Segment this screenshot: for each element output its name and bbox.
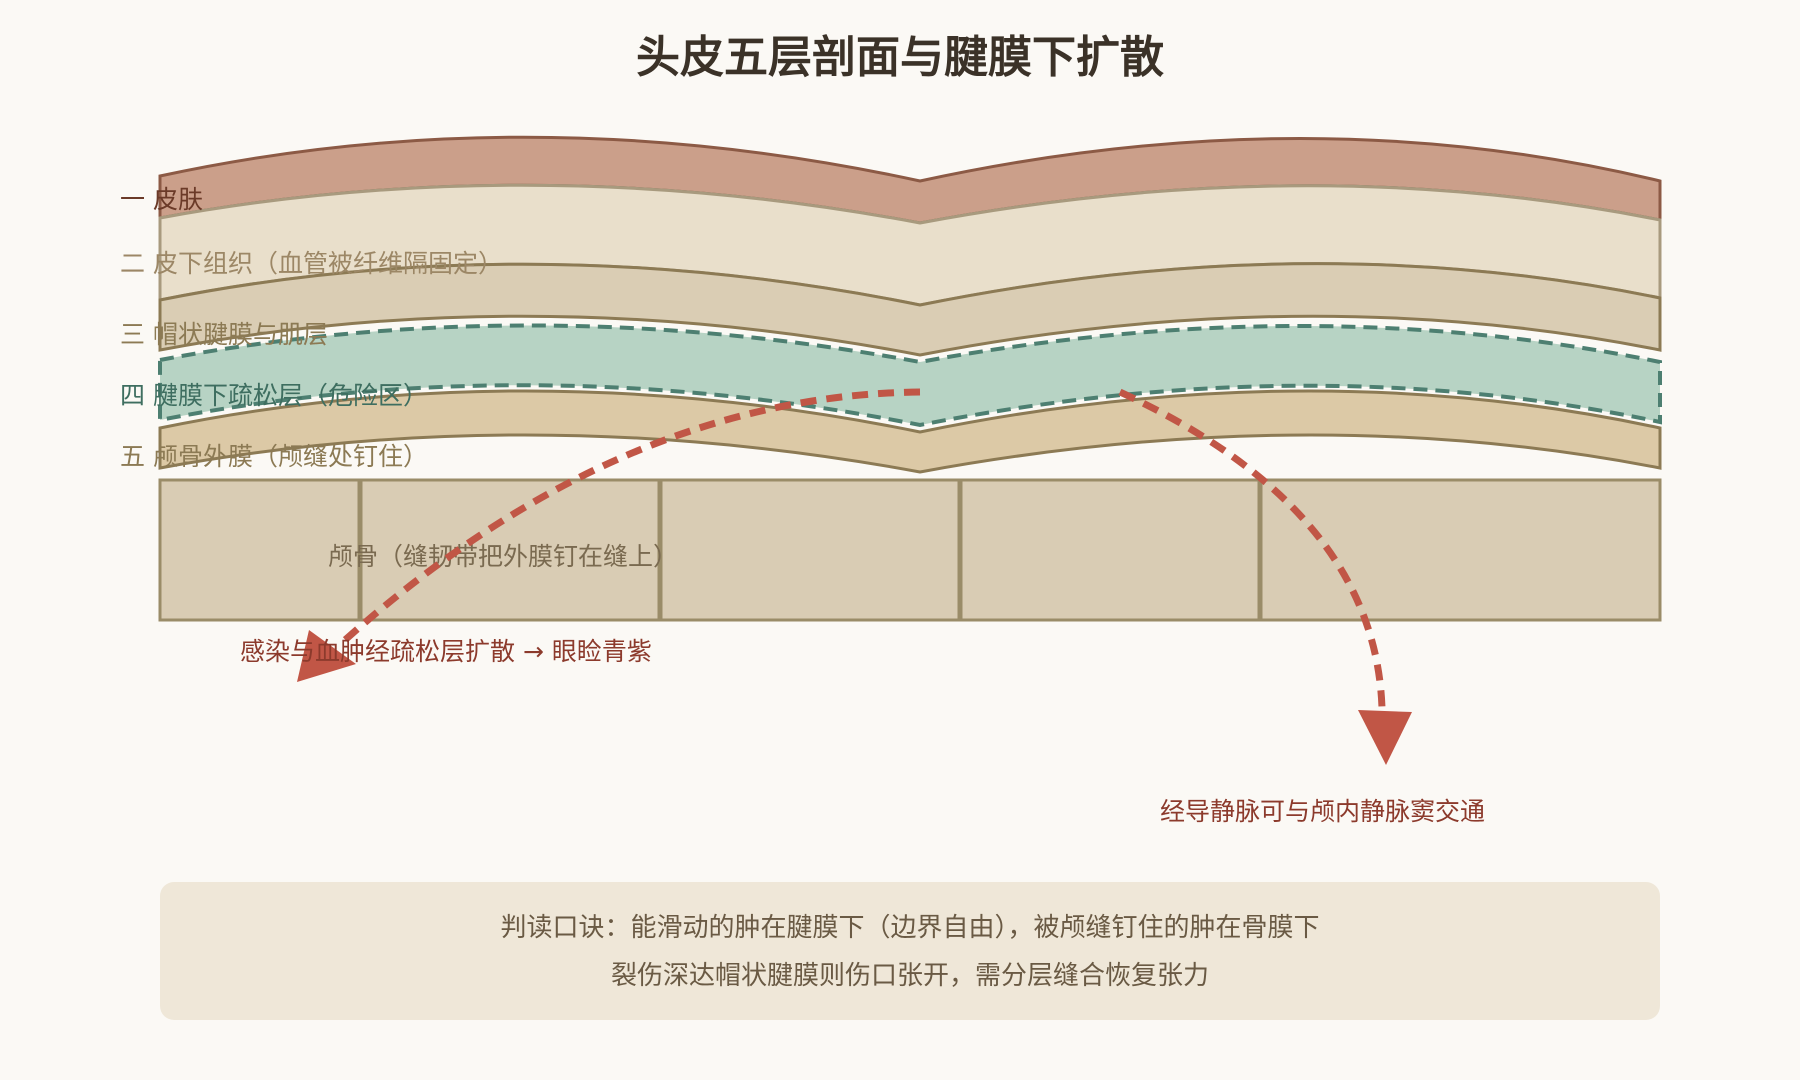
skull-bone (158, 478, 1662, 622)
page-title: 头皮五层剖面与腱膜下扩散 (636, 32, 1164, 83)
layer-label-subcutaneous: 二 皮下组织（血管被纤维隔固定） (120, 249, 503, 278)
layer-label-loose-areolar: 四 腱膜下疏松层（危险区） (120, 381, 428, 410)
spread-label-left: 感染与血肿经疏松层扩散 → 眼睑青紫 (240, 637, 652, 666)
mnemonic-note: 判读口诀：能滑动的肿在腱膜下（边界自由），被颅缝钉住的肿在骨膜下 裂伤深达帽状腱… (160, 882, 1660, 1020)
spread-arrow-left (297, 388, 921, 682)
note-line-1: 判读口诀：能滑动的肿在腱膜下（边界自由），被颅缝钉住的肿在骨膜下 (500, 913, 1319, 943)
layer-band-galea (158, 262, 1662, 357)
layer-label-pericranium: 五 颅骨外膜（颅缝处钉住） (120, 442, 428, 471)
note-line-2: 裂伤深达帽状腱膜则伤口张开，需分层缝合恢复张力 (611, 961, 1209, 991)
spread-arrow-right (1118, 388, 1412, 765)
layer-band-pericranium (158, 389, 1662, 474)
layer-label-skin: 一 皮肤 (120, 185, 203, 214)
spread-label-right: 经导静脉可与颅内静脉窦交通 (1160, 797, 1485, 826)
bone-label: 颅骨（缝韧带把外膜钉在缝上） (328, 542, 678, 571)
layer-label-galea: 三 帽状腱膜与肌层 (120, 320, 328, 349)
layer-band-loose-areolar (158, 323, 1662, 428)
